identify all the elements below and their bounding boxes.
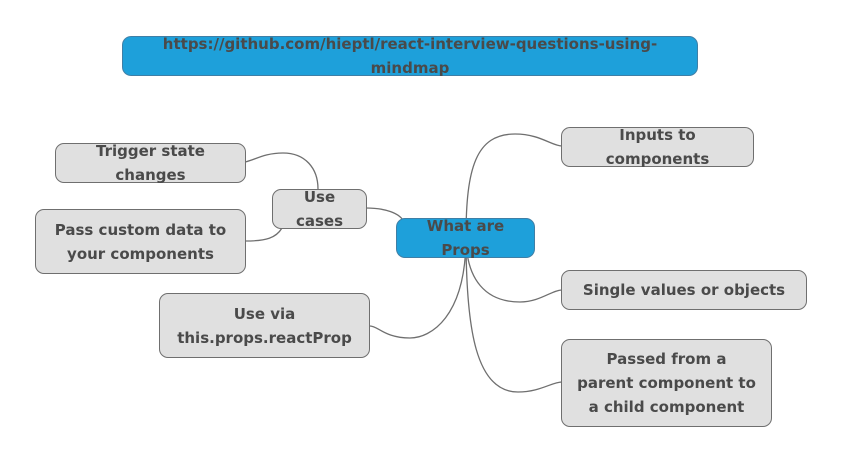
link-use-cases-to-trigger bbox=[244, 152, 319, 190]
node-use-via-this-props-label: Use via this.props.reactProp bbox=[177, 304, 352, 347]
node-pass-custom-data: Pass custom data to your components bbox=[35, 209, 246, 274]
node-passed-from-parent-label: Passed from a parent component to a chil… bbox=[577, 350, 756, 416]
node-use-cases: Use cases bbox=[272, 188, 367, 230]
node-trigger-state-changes-label: Trigger state changes bbox=[96, 142, 205, 184]
source-url-text: https://github.com/hieptl/react-intervie… bbox=[162, 35, 658, 77]
link-central-to-usage bbox=[369, 236, 467, 339]
node-single-values-or-objects: Single values or objects bbox=[561, 270, 807, 310]
node-passed-from-parent: Passed from a parent component to a chil… bbox=[561, 339, 772, 427]
node-use-cases-label: Use cases bbox=[295, 188, 344, 230]
link-use-cases-to-pass-data bbox=[245, 227, 283, 242]
central-node-label: What are Props bbox=[426, 217, 505, 259]
node-trigger-state-changes: Trigger state changes bbox=[55, 142, 246, 184]
source-url-banner[interactable]: https://github.com/hieptl/react-intervie… bbox=[122, 35, 698, 77]
node-inputs-to-components: Inputs to components bbox=[561, 126, 754, 168]
node-use-via-this-props: Use via this.props.reactProp bbox=[159, 293, 370, 358]
node-single-values-or-objects-label: Single values or objects bbox=[582, 281, 786, 299]
link-central-to-values bbox=[465, 236, 563, 303]
central-node-what-are-props: What are Props bbox=[396, 217, 535, 259]
link-central-to-inputs bbox=[465, 133, 563, 238]
node-pass-custom-data-label: Pass custom data to your components bbox=[54, 220, 227, 263]
link-central-to-passed bbox=[465, 236, 563, 393]
node-inputs-to-components-label: Inputs to components bbox=[605, 126, 710, 168]
